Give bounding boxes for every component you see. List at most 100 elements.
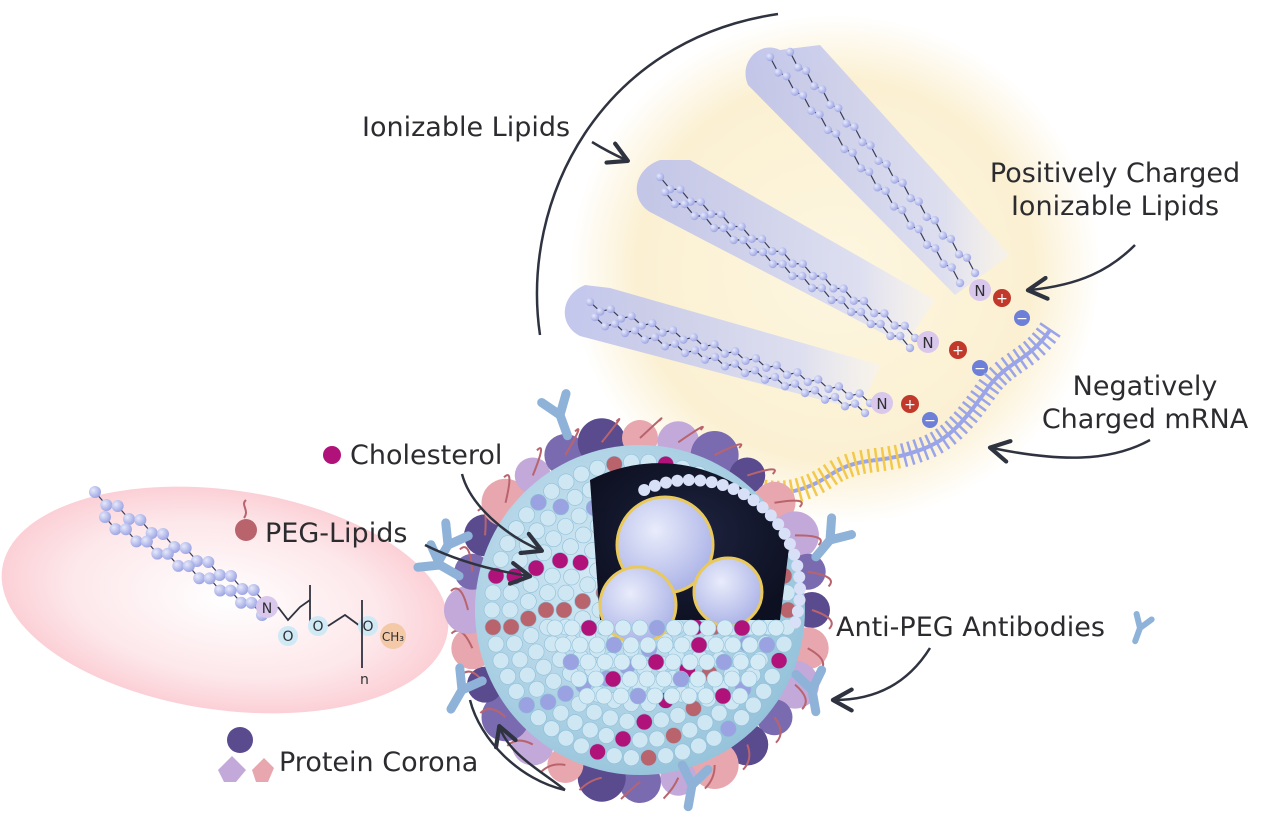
shell-bead [557,473,575,491]
shell-bead [555,601,573,619]
mrna-base-pair [836,456,849,480]
shell-bead [589,743,606,761]
shell-bead [546,619,564,637]
cholesterol-legend-icon [323,446,341,464]
shell-bead [682,619,700,637]
shell-bead [598,727,615,744]
shell-bead [527,559,545,577]
shell-bead [648,619,666,637]
bilayer-head [783,537,796,550]
mrna-base-pair [988,366,1008,386]
bilayer-head [638,483,651,496]
label-peg-lipids: PEG-Lipids [265,518,408,549]
shell-bead [535,544,553,562]
shell-bead [646,687,664,705]
shell-bead [563,619,581,637]
methyl-group-label: CH₃ [382,630,404,644]
mrna-base-pair [924,434,937,458]
shell-bead [551,552,569,569]
shell-bead [653,711,670,729]
minus-icon: − [974,361,986,377]
shell-bead [723,670,741,688]
mrna-base-pair [961,400,983,418]
shell-bead [763,668,781,685]
bilayer-head [659,476,672,489]
peg-chain [600,418,621,443]
shell-bead [720,720,737,738]
mrna-base-pair [944,420,963,440]
shell-bead [502,584,520,602]
shell-bead [566,489,584,506]
bilayer-head [788,548,801,561]
mrna-base-pair [966,395,987,412]
shell-bead [681,653,699,671]
label-positively-charged-ionizable-lipids: Positively Charged Ionizable Lipids [975,157,1255,223]
nitrogen-atom-label: N [922,334,933,352]
mrna-base-pair [811,470,826,494]
plus-icon: + [904,397,916,413]
shell-bead [680,687,698,705]
shell-bead [519,666,536,684]
shell-bead [511,651,529,669]
shell-bead [527,643,545,661]
bilayer-head [778,527,791,540]
shell-bead [484,584,502,602]
shell-bead [562,538,579,555]
antibody-legend-icon [1132,610,1155,645]
shell-bead [543,720,560,738]
bilayer-head [682,474,695,487]
bilayer-head [793,571,806,584]
shell-bead [741,636,759,654]
shell-bead [639,636,657,654]
label-ionizable-lipids: Ionizable Lipids [362,112,571,143]
shell-bead [740,670,758,688]
shell-bead [690,636,708,654]
peg-chain [807,570,832,588]
oxygen-atom-label: O [312,619,323,635]
shell-bead [580,619,598,637]
lipid-tail-chain [590,312,870,418]
mrna-base-pair [906,441,916,465]
bilayer-head [793,593,806,606]
arrow-positively-charged [1025,244,1136,301]
mrna-base-pair [957,406,978,424]
peg-chain [794,534,822,546]
shell-bead [545,672,562,690]
shell-bead [528,522,546,540]
shell-bead [579,653,597,671]
shell-bead [770,652,788,669]
arrow-ionizable-lipids [591,140,630,165]
peg-chain [773,716,782,744]
shell-bead [502,618,520,636]
bilayer-head [705,476,718,489]
peg-chain [746,468,776,477]
mrna-base-pair [844,453,855,478]
mrna-base-pair [949,415,969,435]
mrna-base-pair [912,439,923,463]
shell-bead [539,693,557,711]
peg-chain [677,425,704,444]
shell-bead [622,636,640,654]
arrow-protein-corona [493,723,566,791]
peg-chain [503,474,511,503]
shell-bead [596,653,614,671]
shell-bead [664,653,682,671]
shell-bead [528,680,546,698]
mrna-base-pair [887,445,894,470]
shell-bead [640,749,657,767]
shell-bead [499,535,517,552]
peg-chain [578,776,602,791]
shell-bead [483,601,501,619]
bilayer-head [694,474,707,487]
shell-bead [518,696,535,714]
mrna-base-pair [899,443,909,467]
shell-bead [544,567,561,585]
shell-bead [518,506,535,524]
mrna-base-pair [1039,322,1061,338]
shell-bead [647,653,665,671]
peg-chain [794,683,807,710]
shell-bead [631,619,649,637]
shell-bead [557,685,574,702]
shell-bead [697,687,715,705]
